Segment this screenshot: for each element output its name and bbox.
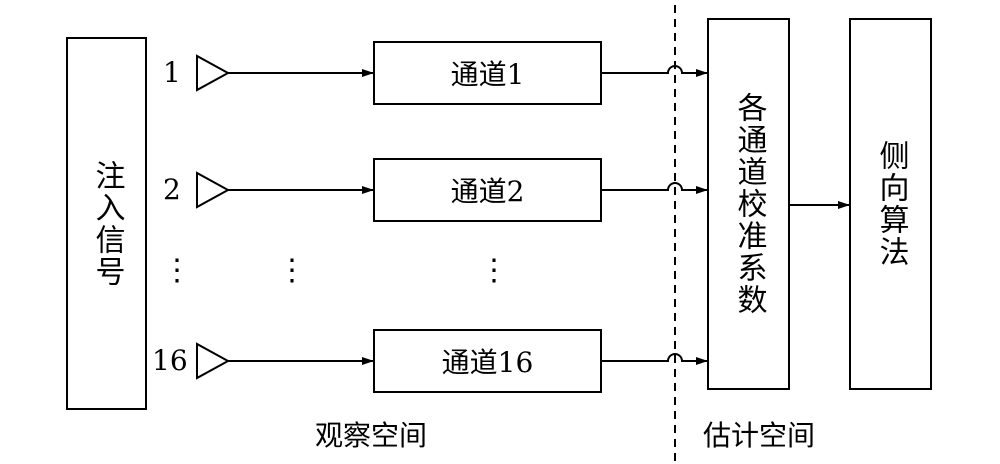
- arrow-channel-16-to-calibration: [602, 353, 708, 365]
- channel-16-label: 通道16: [441, 346, 534, 379]
- lateral-algorithm-block: 侧向算法: [849, 18, 932, 390]
- inject-signal-block: 注入信号: [66, 37, 147, 410]
- antenna-2-icon: [196, 171, 231, 209]
- arrow-channel-2-to-calibration: [602, 182, 708, 194]
- input-number-1: 1: [163, 56, 181, 89]
- calibration-coefficients-block: 各通道校准系数: [707, 18, 790, 390]
- antenna-1-icon: [196, 54, 231, 92]
- estimation-space-label: 估计空间: [703, 419, 816, 452]
- input-number-16: 16: [152, 344, 188, 377]
- channel-2-block: 通道2: [373, 158, 602, 222]
- inject-signal-label: 注入信号: [89, 159, 125, 288]
- antenna-16-icon: [196, 342, 231, 380]
- ellipsis-channels: ⋮: [479, 253, 509, 288]
- calibration-coefficients-label: 各通道校准系数: [731, 92, 767, 316]
- channel-1-label: 通道1: [450, 58, 525, 91]
- ellipsis-inputs: ⋮: [162, 253, 192, 288]
- input-number-2: 2: [163, 173, 181, 206]
- channel-2-label: 通道2: [450, 175, 525, 208]
- channel-1-block: 通道1: [373, 41, 602, 105]
- arrow-channel-1-to-calibration: [602, 65, 708, 77]
- lateral-algorithm-label: 侧向算法: [873, 140, 909, 268]
- ellipsis-antennas: ⋮: [277, 253, 307, 288]
- observation-space-label: 观察空间: [315, 419, 428, 452]
- channel-16-block: 通道16: [373, 329, 602, 393]
